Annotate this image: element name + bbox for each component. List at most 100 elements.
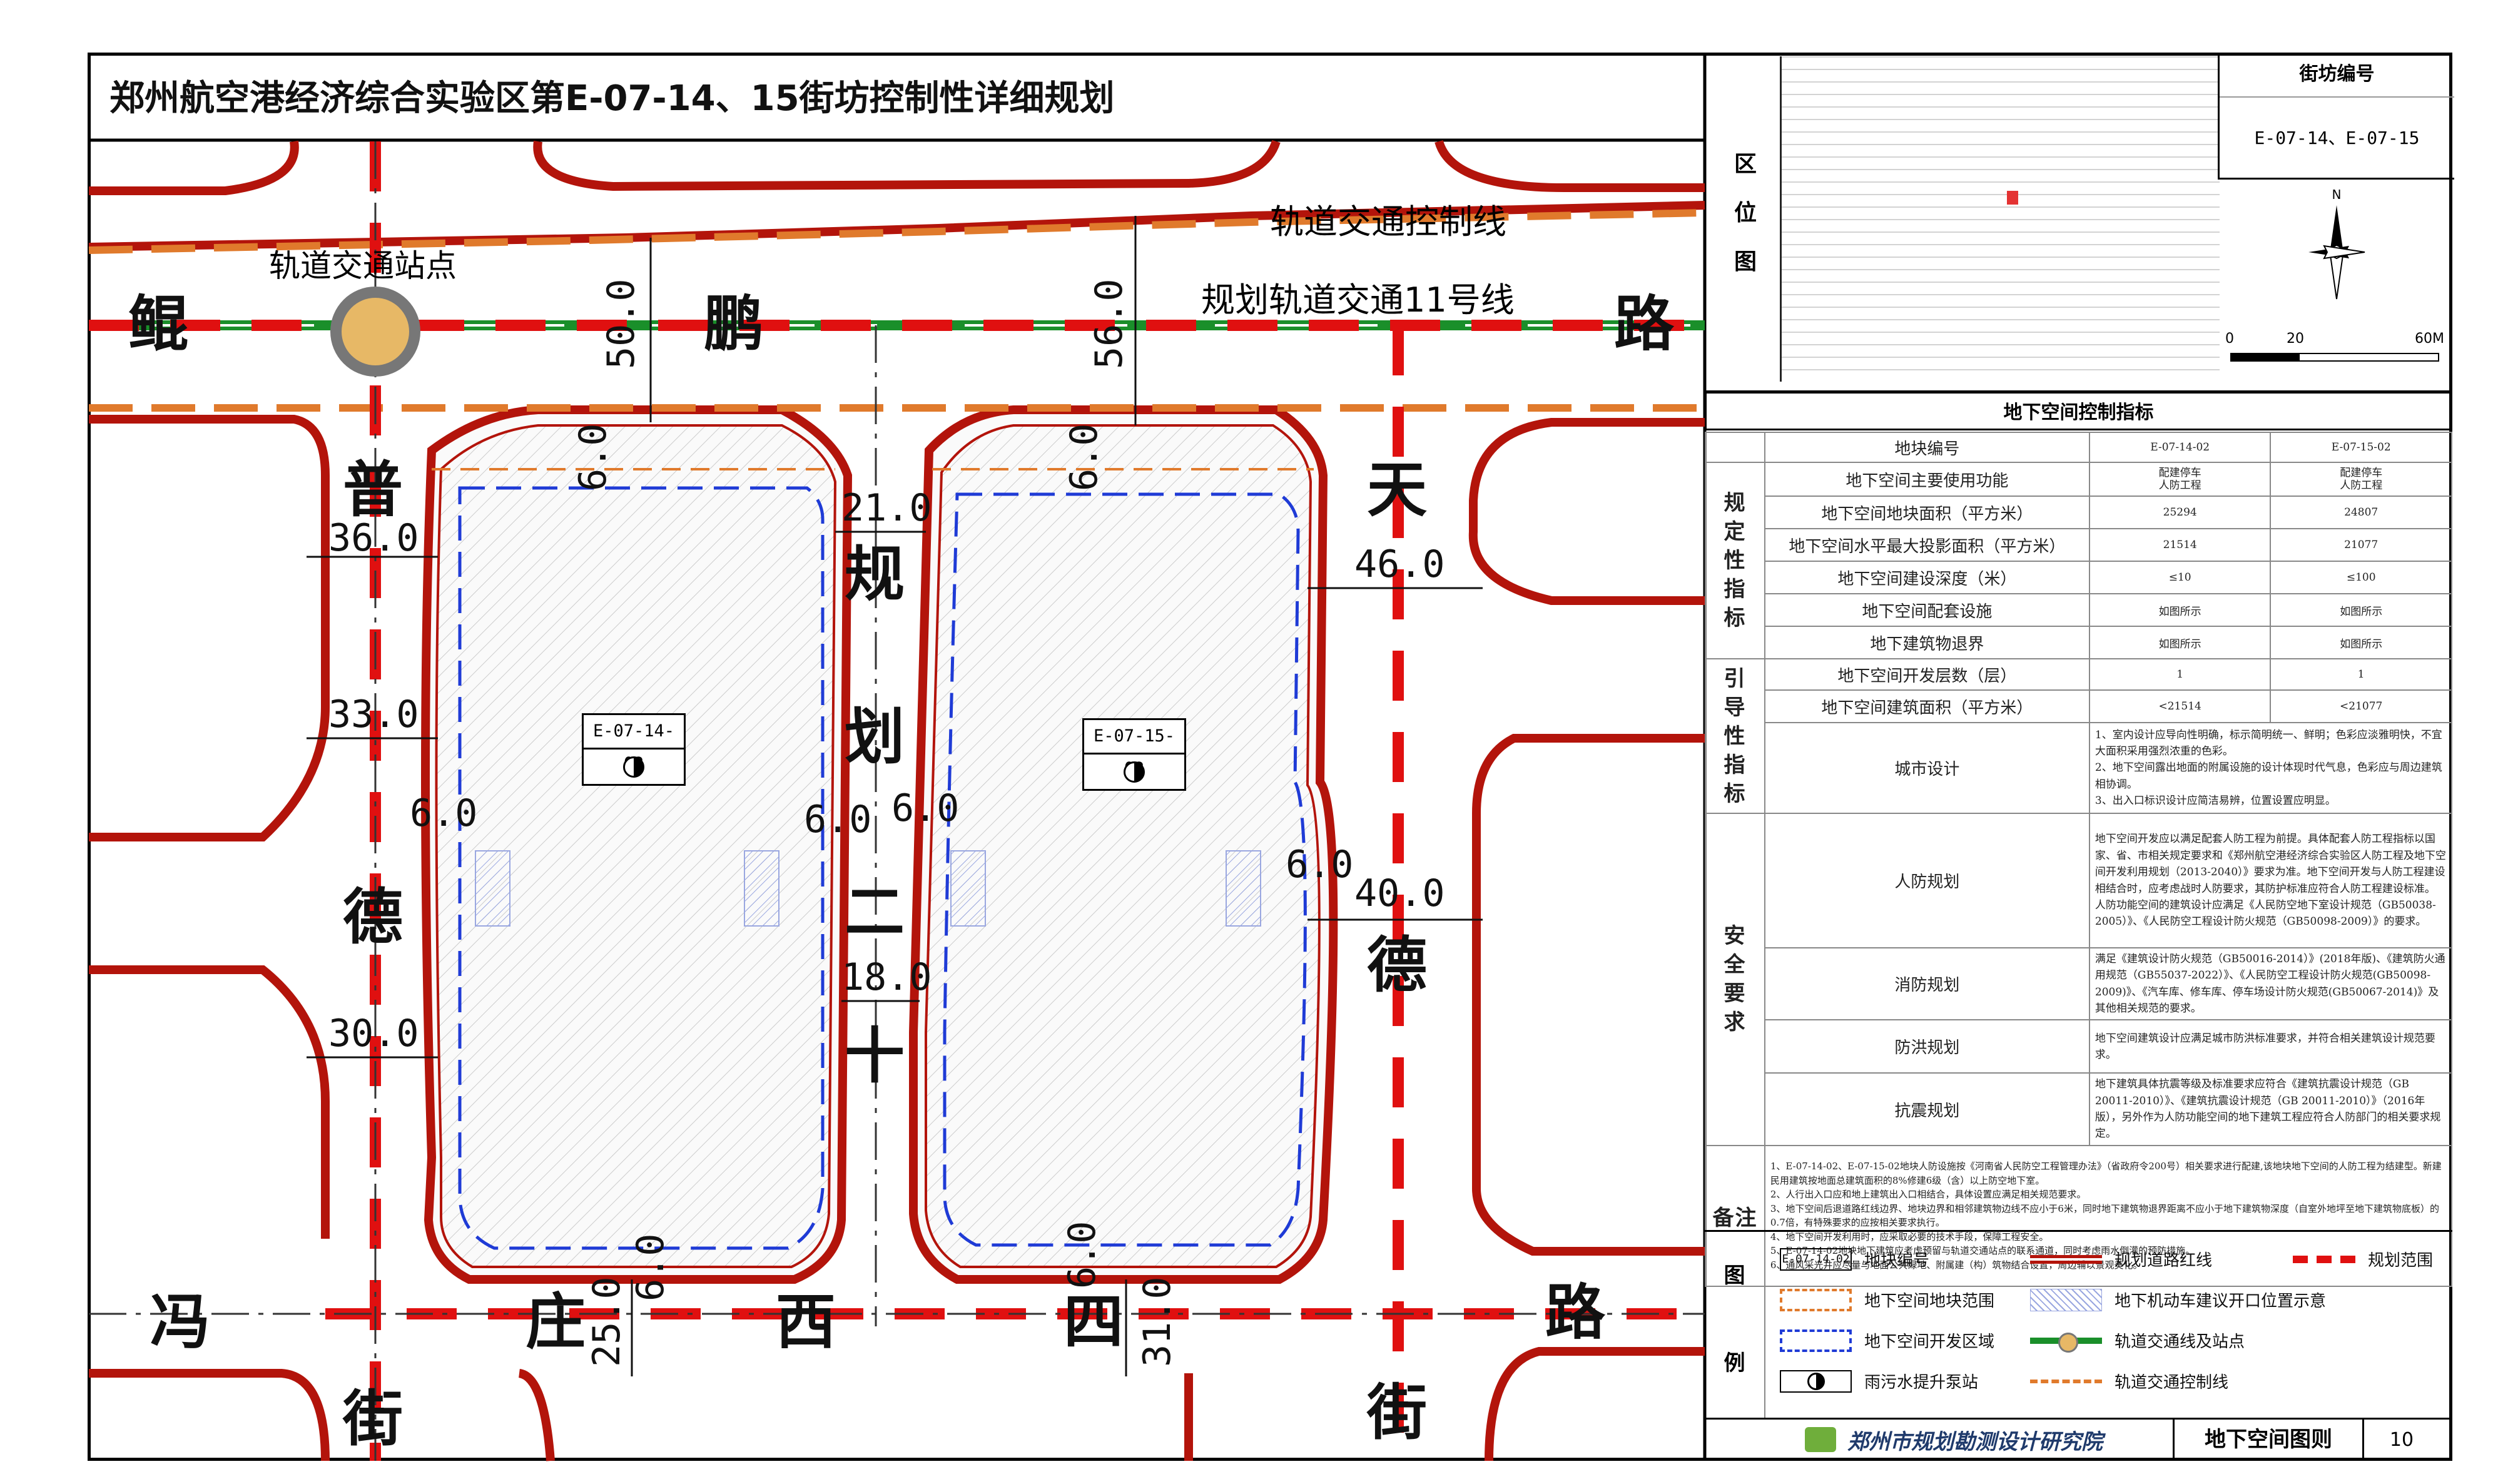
dim-north-w: 50.0 [599,278,643,370]
parcel-label-2: E-07-15-02 [1082,718,1186,791]
location-label: 区 位 图 [1734,151,1757,275]
parcel-label-1: E-07-14-02 [582,713,686,786]
dim-e-46: 46.0 [1354,542,1445,586]
org-logo-icon [1805,1427,1836,1452]
reg-row-label: 地下空间建设深度（米） [1764,561,2090,594]
dim-w-33: 33.0 [328,693,419,736]
dim-setback-8: 6.0 [1060,1221,1104,1289]
road-south-char-1: 冯 [150,1287,210,1357]
scale-bar [2227,353,2446,372]
indicator-table: 地块编号 E-07-14-02 E-07-15-02 规定性指标 地下空间主要使… [1705,432,2453,1287]
road-mid-char-4: 十 [845,1021,905,1091]
road-mid-char-1: 规 [845,539,905,609]
remarks-text: 1、E-07-14-02、E-07-15-02地块人防设施按《河南省人民防空工程… [1764,1144,2453,1287]
dim-m-21: 21.0 [841,486,932,530]
road-north-char-3: 路 [1614,289,1674,359]
road-south-char-3: 西 [776,1287,836,1357]
north-arrow-icon: N [2305,187,2368,306]
legend-rail-line: 轨道交通线及站点 [2030,1329,2245,1353]
reg-row-c1: 25294 [2088,496,2272,529]
dim-setback-6: 6.0 [1286,843,1354,887]
legend-pump: 雨污水提升泵站 [1780,1370,1978,1393]
dim-setback-4: 6.0 [804,798,872,841]
block-no-box: 街坊编号 E-07-14、E-07-15 [2218,53,2454,180]
dim-w-36: 36.0 [328,516,419,560]
dim-setback-7: 6.0 [629,1233,673,1301]
safety-row-text: 满足《建筑设计防火规范（GB50016-2014）》(2018年版)、《建筑防火… [2088,947,2453,1021]
dim-setback-2: 6.0 [1062,423,1106,491]
reg-row-c1: 如图所示 [2088,626,2272,659]
dim-s-25: 25.0 [585,1276,629,1368]
header-c2: E-07-15-02 [2270,432,2452,463]
road-west-char-3: 街 [343,1384,403,1454]
road-east-char-1: 天 [1367,455,1427,525]
section-title: 地下空间控制指标 [1705,392,2452,430]
header-label: 地块编号 [1764,432,2090,463]
scale-tick-0: 0 [2225,331,2234,347]
rail-line-label: 规划轨道交通11号线 [1201,280,1515,320]
dimension-lines [307,216,1483,1376]
parcel-id-1: E-07-14-02 [584,715,684,773]
reg-row-c1: 如图所示 [2088,593,2272,627]
guide-row-label: 城市设计 [1764,722,2090,814]
safety-row-text: 地下空间建筑设计应满足城市防洪标准要求，并符合相关建筑设计规范要求。 [2088,1019,2453,1074]
road-north-char-2: 鹏 [704,289,764,359]
rail-station-icon [330,287,420,377]
block-no-label: 街坊编号 [2220,53,2454,98]
group-safety: 安全要求 [1705,813,1765,1146]
footer-bar: 郑州市规划勘测设计研究院 地下空间图则 10 [1705,1418,2452,1460]
road-south-char-2: 庄 [526,1287,586,1357]
reg-row-label: 地下空间水平最大投影面积（平方米） [1764,528,2090,562]
parcel-east [909,405,1338,1284]
road-mid-char-3: 二 [845,877,905,947]
guide-row-c2: 1 [2270,658,2452,691]
road-north-char-1: 鲲 [128,289,188,359]
corner-cell [1705,432,1765,463]
guide-row-text: 1、室内设计应导向性明确，标示简明统一、鲜明；色彩应淡雅明快，不宜大面积采用强烈… [2088,722,2453,814]
sheet-name: 地下空间图则 [2173,1420,2364,1460]
reg-row-c2: 如图所示 [2270,593,2452,627]
dim-e-40: 40.0 [1354,872,1445,915]
guide-row-label: 地下空间建筑面积（平方米） [1764,689,2090,723]
guide-row-c2: <21077 [2270,689,2452,723]
info-panel: 区 位 图 街坊编号 E-07-14、E-07-15 N 0 20 60M 地下 [1705,53,2454,1461]
reg-row-c1: 21514 [2088,528,2272,562]
safety-row-label: 人防规划 [1764,813,2090,948]
location-section: 区 位 图 街坊编号 E-07-14、E-07-15 N 0 20 60M [1705,53,2454,392]
rail-control-lines [88,209,1705,412]
parcel-id-2: E-07-15-02 [1084,720,1184,778]
safety-row-text: 地下建筑具体抗震等级及标准要求应符合《建筑抗震设计规范（GB 20011-201… [2088,1072,2453,1146]
road-red-lines [88,140,1705,1461]
legend-parcel-id: E-07-14-02 地块编号 [1780,1248,1929,1271]
reg-row-label: 地下建筑物退界 [1764,626,2090,659]
legend-road-redline: 规划道路红线 [2030,1248,2212,1271]
parcel-west [421,405,853,1284]
road-west-char-2: 德 [343,882,403,952]
road-east-char-3: 街 [1367,1378,1427,1448]
reg-row-c2: ≤100 [2270,561,2452,594]
legend-section: 图 例 E-07-14-02 地块编号 规划道路红线 规划范围 地下空间地块范围… [1705,1230,2452,1420]
guide-row-c1: <21514 [2088,689,2272,723]
road-east-char-2: 德 [1367,930,1427,1000]
reg-row-c1: 配建停车 人防工程 [2088,462,2272,497]
reg-row-label: 地下空间配套设施 [1764,593,2090,627]
safety-row-label: 消防规划 [1764,947,2090,1021]
dim-m-18: 18.0 [841,955,932,999]
org-name: 郑州市规划勘测设计研究院 [1847,1429,2103,1455]
location-map [1780,56,2220,382]
reg-row-label: 地下空间主要使用功能 [1764,462,2090,497]
guide-row-label: 地下空间开发层数（层） [1764,658,2090,691]
group-regulatory: 规定性指标 [1705,462,1765,659]
scale-tick-20: 20 [2287,331,2304,347]
safety-row-label: 抗震规划 [1764,1072,2090,1146]
road-west-char-1: 普 [343,455,403,525]
group-guiding: 引导性指标 [1705,658,1765,814]
dim-setback-3: 6.0 [410,791,478,835]
group-remarks: 备注 [1705,1144,1765,1287]
sheet-number: 10 [2389,1428,2414,1451]
scale-tick-60: 60M [2415,331,2444,347]
legend-underground-parcel: 地下空间地块范围 [1780,1288,1994,1311]
legend-vehicle-opening: 地下机动车建议开口位置示意 [2030,1288,2326,1311]
location-marker [2007,191,2018,205]
pump-icon [584,750,684,784]
